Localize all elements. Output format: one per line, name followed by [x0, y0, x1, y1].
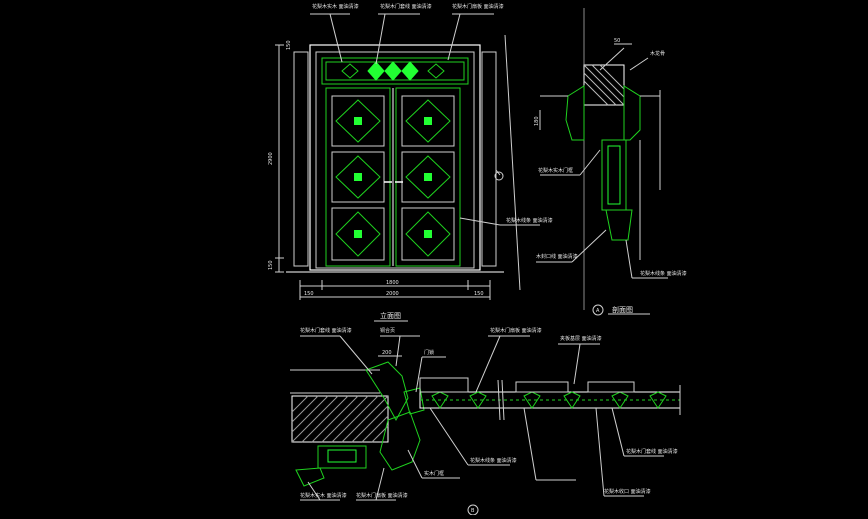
- note-plan-8: 花梨木门扇板 面油清漆: [356, 492, 408, 499]
- frame-plan: [379, 411, 421, 471]
- transom-inner: [325, 61, 465, 81]
- dim-left-margin: 150: [304, 291, 314, 297]
- dim-height-bottom: 150: [268, 260, 274, 270]
- panel-boss-l3: [354, 230, 362, 238]
- dim-inner-width: 1800: [386, 280, 399, 286]
- note-side-3: 木封口线 面油清漆: [536, 253, 578, 260]
- door-leaf-section: [601, 139, 627, 211]
- bottom-profile: [605, 209, 633, 241]
- plan-labels: 花梨木门套线 面油清漆 铜合页 门锁 花梨木门扇板 面油清漆 夹板基层 面油清漆…: [300, 327, 678, 514]
- panel-right-2: [401, 151, 455, 203]
- dim-side-height: 180: [534, 116, 540, 126]
- panel-diamond-l3: [335, 211, 381, 257]
- note-plan-10: 花梨木收口 面油清漆: [604, 488, 651, 495]
- wall-block: [291, 395, 389, 443]
- panel-diamond-l1: [335, 99, 381, 143]
- elevation-title: 立面图: [380, 311, 401, 320]
- note-side-1: 木龙骨: [650, 50, 665, 57]
- dim-height-top: 150: [286, 40, 292, 50]
- note-elev-1: 花梨木实木 面油清漆: [312, 3, 359, 10]
- panel-left-1: [331, 95, 385, 147]
- right-pilaster: [481, 51, 497, 267]
- note-plan-1: 花梨木门套线 面油清漆: [300, 327, 352, 334]
- transom-diamond-right: [427, 63, 445, 79]
- note-plan-4: 花梨木门扇板 面油清漆: [490, 327, 542, 334]
- dim-plan-top: 200: [382, 350, 392, 356]
- elevation-labels: 花梨木实木 面油清漆 花梨木门套线 面油清漆 花梨木门扇板 面油清漆 花梨木线条…: [268, 3, 553, 322]
- panel-boss-r1: [424, 117, 432, 125]
- plan-marker-letter: B: [471, 508, 475, 514]
- panel-left-2: [331, 151, 385, 203]
- door-casing: [315, 51, 475, 269]
- jamb-core: [327, 449, 357, 463]
- note-plan-3: 门锁: [424, 349, 434, 356]
- panel-right-1: [401, 95, 455, 147]
- panel-diamond-l2: [335, 155, 381, 199]
- section-cut-line: [504, 34, 521, 291]
- section-marker-circle: [592, 304, 604, 316]
- note-elev-2: 花梨木门套线 面油清漆: [380, 3, 432, 10]
- left-pilaster: [293, 51, 309, 267]
- panel-left-3: [331, 207, 385, 261]
- elevation-marker-circle: [494, 171, 504, 181]
- note-plan-5: 夹板基层 面油清漆: [560, 335, 602, 342]
- dim-side-top: 50: [614, 38, 620, 44]
- door-leaf-core: [607, 145, 621, 205]
- transom-panel: [321, 57, 469, 85]
- casing-profile-right: [623, 85, 641, 141]
- casing-plan-top: [365, 361, 409, 422]
- side-section-labels: 木龙骨 花梨木实木门框 木封口线 面油清漆 花梨木线条 面油清漆 50 180 …: [534, 38, 687, 314]
- frame-jamb: [317, 445, 367, 469]
- dim-right-margin: 150: [474, 291, 484, 297]
- header-block: [583, 64, 625, 106]
- note-side-2: 花梨木实木门框: [538, 167, 573, 174]
- note-side-4: 花梨木线条 面油清漆: [640, 270, 687, 277]
- door-leaf-right: [395, 87, 461, 267]
- transom-diamond-3: [401, 61, 419, 81]
- panel-right-3: [401, 207, 455, 261]
- section-marker-letter: A: [596, 308, 600, 314]
- dim-height-total: 2900: [268, 152, 274, 165]
- note-elev-4: 花梨木线条 面油清漆: [506, 217, 553, 224]
- casing-profile-left: [565, 85, 585, 141]
- transom-diamond-2: [384, 61, 402, 81]
- side-section: [536, 8, 668, 316]
- panel-boss-r3: [424, 230, 432, 238]
- door-outer-frame: [309, 44, 481, 271]
- note-elev-3: 花梨木门扇板 面油清漆: [452, 3, 504, 10]
- note-plan-6: 花梨木线条 面油清漆: [470, 457, 517, 464]
- note-plan-9: 花梨木实木 面油清漆: [300, 492, 347, 499]
- note-plan-11: 花梨木门套线 面油清漆: [626, 448, 678, 455]
- panel-boss-l1: [354, 117, 362, 125]
- panel-diamond-r1: [405, 99, 451, 143]
- panel-boss-l2: [354, 173, 362, 181]
- plan-section: [290, 335, 681, 516]
- note-plan-2: 铜合页: [380, 327, 395, 334]
- note-plan-7: 实木门框: [424, 470, 444, 477]
- panel-boss-r2: [424, 173, 432, 181]
- hinge: [403, 387, 425, 415]
- transom-diamond-1: [367, 61, 385, 81]
- panel-diamond-r3: [405, 211, 451, 257]
- casing-plan-bottom: [295, 467, 325, 487]
- dim-total-width: 2000: [386, 291, 399, 297]
- section-title: 剖面图: [612, 305, 633, 314]
- door-leaf-left: [325, 87, 391, 267]
- panel-diamond-r2: [405, 155, 451, 199]
- door-elevation: [275, 13, 540, 300]
- transom-diamond-left: [341, 63, 359, 79]
